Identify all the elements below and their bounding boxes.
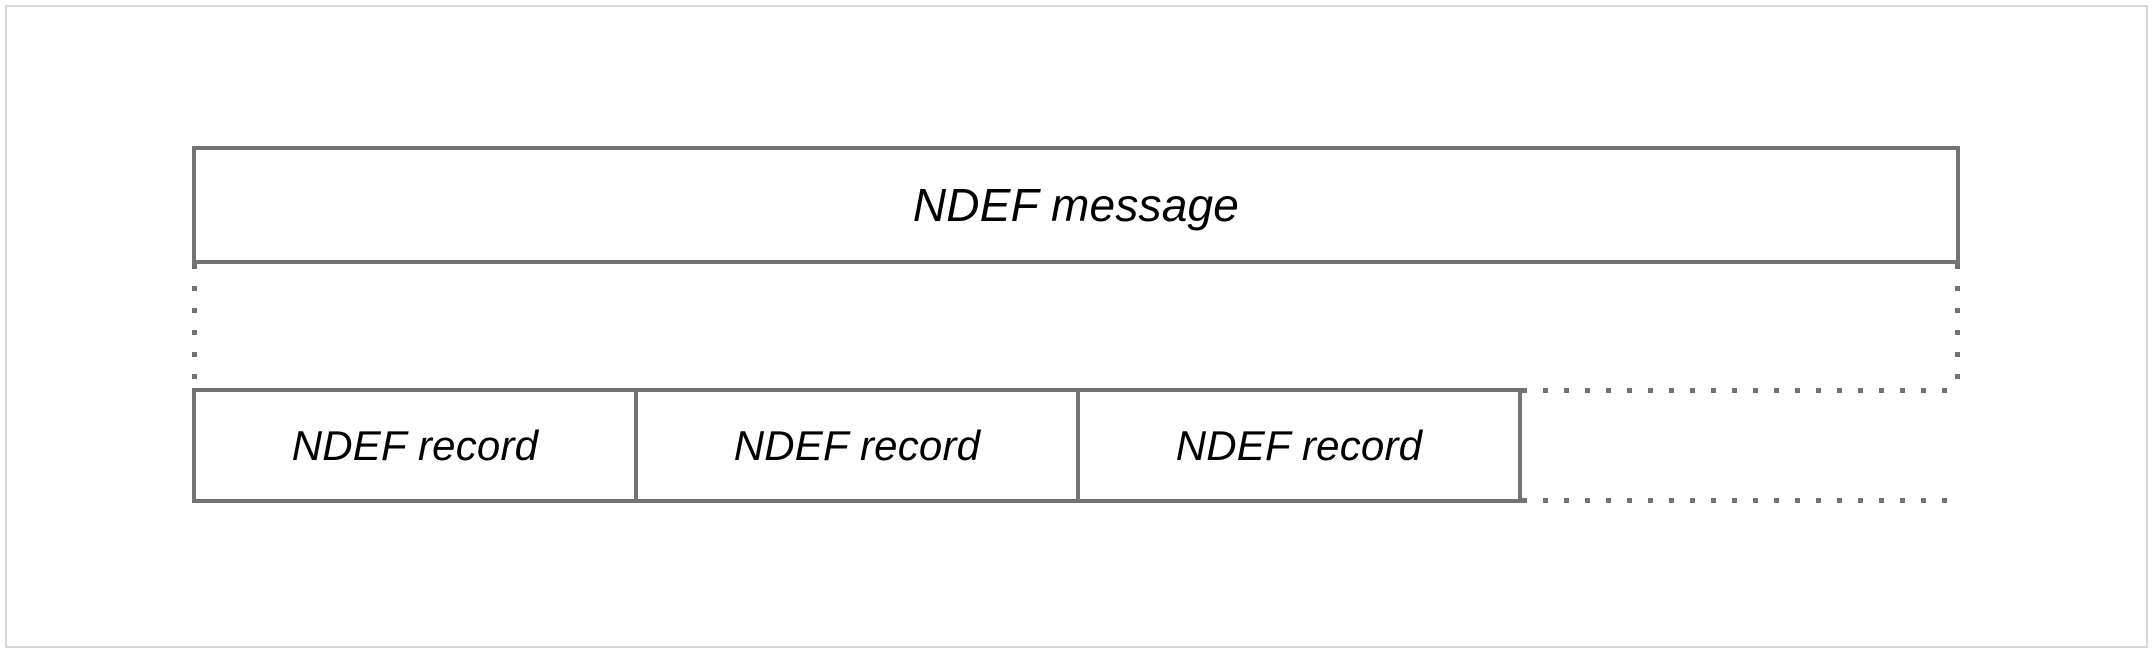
ndef-record-label-1: NDEF record xyxy=(291,421,539,469)
outer-frame xyxy=(5,5,2148,648)
ndef-records-continuation-box xyxy=(1522,388,1960,503)
ndef-record-cell-1: NDEF record xyxy=(196,392,638,499)
ndef-record-cell-3: NDEF record xyxy=(1080,392,1518,499)
ndef-record-label-3: NDEF record xyxy=(1175,421,1423,469)
ndef-record-label-2: NDEF record xyxy=(733,421,981,469)
continuation-top-dotted-edge xyxy=(1522,388,1960,393)
ndef-record-cell-2: NDEF record xyxy=(638,392,1080,499)
connector-right-dotted-line xyxy=(1955,264,1960,389)
continuation-bottom-dotted-edge xyxy=(1522,498,1960,503)
ndef-message-box: NDEF message xyxy=(192,146,1960,264)
ndef-message-label: NDEF message xyxy=(912,179,1240,231)
ndef-records-row: NDEF record NDEF record NDEF record xyxy=(192,388,1960,503)
connector-left-dotted-line xyxy=(192,264,197,389)
ndef-records-group: NDEF record NDEF record NDEF record xyxy=(192,388,1522,503)
